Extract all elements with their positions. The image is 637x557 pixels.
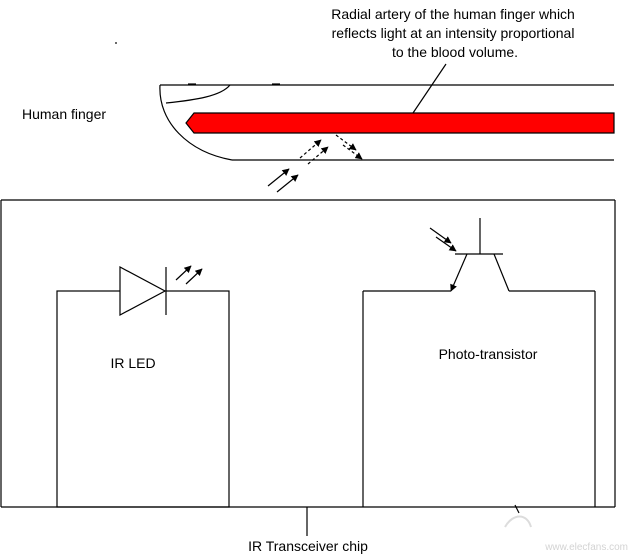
led-diode-icon [119, 266, 167, 316]
fingernail-curve [165, 84, 231, 104]
watermark-logo-icon [504, 515, 532, 528]
transmitted-light-arrow [307, 146, 329, 165]
reflected-light-arrow [335, 134, 357, 151]
incident-light-arrow [267, 168, 290, 187]
photo-transistor-block: Photo-transistor [362, 218, 596, 507]
artery-annotation: Radial artery of the human finger which … [331, 6, 578, 60]
photo-transistor-label: Photo-transistor [439, 346, 538, 362]
annotation-leader-line [412, 63, 447, 114]
reflected-light-arrow [342, 144, 363, 160]
fingertip-curve [159, 84, 233, 161]
artery-annotation-line-3: to the blood volume. [392, 44, 518, 60]
watermark-url: www.elecfans.com [544, 542, 628, 553]
ir-led-block: IR LED [56, 265, 230, 508]
finger-light-arrows [267, 134, 363, 193]
chip-label: IR Transceiver chip [248, 538, 368, 554]
artery-annotation-line-1: Radial artery of the human finger which [331, 6, 575, 22]
led-emission-arrow [185, 268, 203, 285]
transistor-emitter-icon [450, 253, 468, 292]
incident-light-arrow [276, 174, 299, 193]
ir-led-box [56, 290, 230, 508]
transistor-light-arrow [435, 236, 457, 252]
artery-annotation-line-2: reflects light at an intensity proportio… [332, 25, 575, 41]
led-emission-arrow [175, 265, 192, 281]
finger-outline [159, 83, 614, 161]
radial-artery [185, 112, 615, 134]
transistor-collector-lead [493, 253, 510, 292]
ir-led-label: IR LED [110, 355, 155, 371]
chip-tick-mark [514, 504, 520, 514]
transmitted-light-arrow [299, 139, 322, 159]
watermark-logo: www.elecfans.com [504, 515, 628, 553]
transistor-light-arrow [429, 227, 452, 244]
finger-label: Human finger [22, 106, 106, 122]
stray-dot [115, 42, 117, 44]
